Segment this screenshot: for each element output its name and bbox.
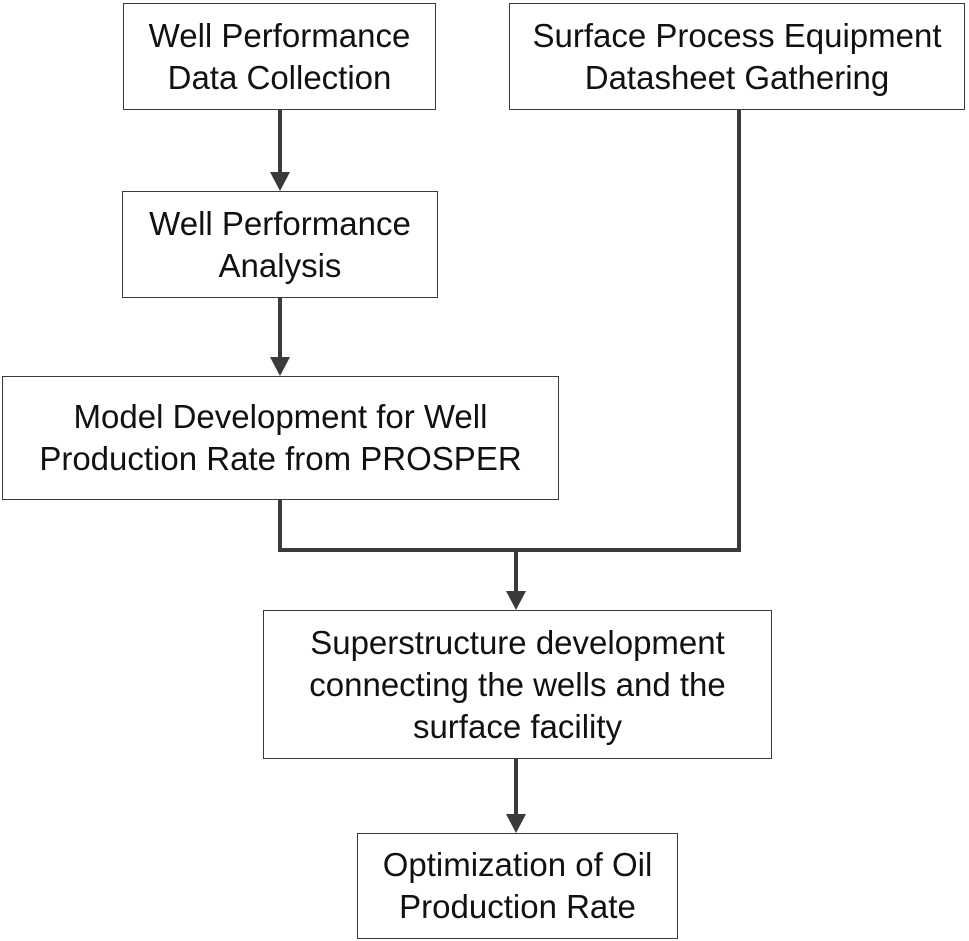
merge-connector	[278, 110, 741, 552]
step-label-line: Production Rate from PROSPER	[39, 440, 522, 477]
step-superstructure-development: Superstructure development connecting th…	[263, 610, 772, 759]
step-label-line: Data Collection	[167, 58, 392, 96]
step-label-line: Well Performance	[149, 204, 411, 242]
step-model-development: Model Development for Well Production Ra…	[2, 376, 559, 500]
step-label-line: Well Performance	[148, 16, 411, 54]
step-label-line: Analysis	[218, 246, 342, 284]
step-label-line: surface facility	[412, 707, 623, 745]
step-well-performance-analysis: Well Performance Analysis	[122, 191, 438, 298]
step-label-line: Model Development for Well	[73, 398, 488, 435]
arrow-merge-to-superstructure	[506, 550, 526, 610]
step-label-line: Optimization of Oil	[382, 846, 653, 883]
arrow-collection-to-analysis	[270, 110, 290, 191]
step-label-line: Superstructure development	[310, 623, 725, 661]
step-label-line: Datasheet Gathering	[584, 58, 890, 96]
arrow-superstructure-to-optimization	[506, 759, 526, 833]
step-surface-equipment-datasheet-gathering: Surface Process Equipment Datasheet Gath…	[509, 3, 965, 110]
step-label-line: Production Rate	[399, 888, 636, 925]
step-label-line: connecting the wells and the	[309, 665, 726, 703]
step-optimization-oil-production: Optimization of Oil Production Rate	[357, 833, 678, 939]
arrow-analysis-to-model	[270, 298, 290, 376]
step-label-line: Surface Process Equipment	[532, 16, 942, 54]
step-well-performance-data-collection: Well Performance Data Collection	[123, 3, 436, 110]
